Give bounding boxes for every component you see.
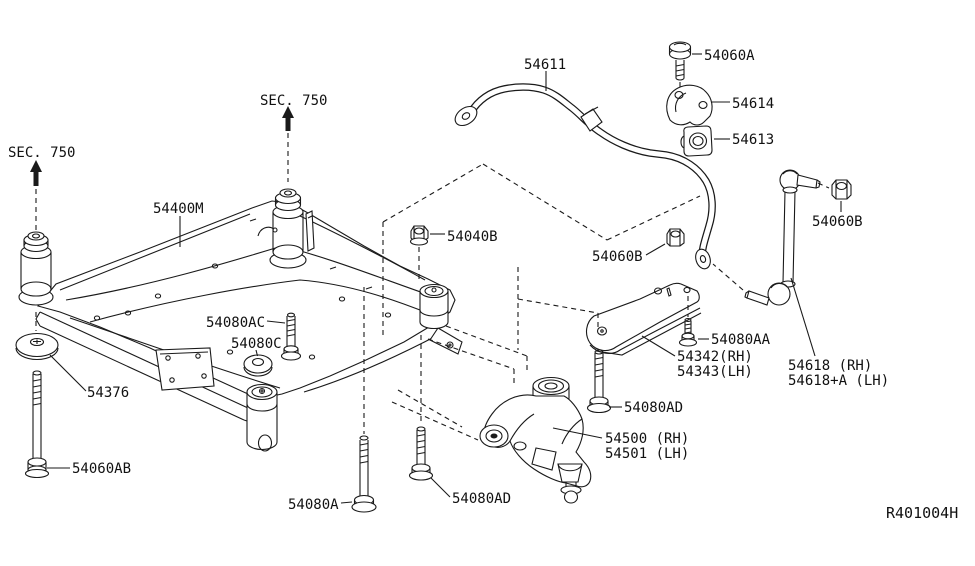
- part-labels: SEC. 750 SEC. 750 54400M 54611 54060A 54…: [8, 48, 958, 522]
- part-label-54618-rh: 54618 (RH): [788, 358, 872, 374]
- bolt-54080A: [352, 287, 376, 512]
- left-mount-insulator: [19, 232, 53, 305]
- bottom-mount-insulator: [247, 385, 277, 452]
- part-label-54080AD-right: 54080AD: [624, 400, 683, 416]
- part-label-54060A: 54060A: [704, 48, 755, 64]
- nut-54060B-right: [832, 180, 851, 199]
- part-label-54080A: 54080A: [288, 497, 339, 513]
- bolt-54080AD-bottom: [410, 335, 433, 480]
- nut-54060B-center: [667, 229, 684, 246]
- dashed-reference-lines: [383, 164, 700, 440]
- leader-lines: [47, 54, 841, 503]
- lower-control-arm-drawing: [480, 378, 591, 504]
- part-label-54060B-center: 54060B: [592, 249, 643, 265]
- part-label-54343-lh: 54343(LH): [677, 364, 753, 380]
- part-label-54080AD-bottom: 54080AD: [452, 491, 511, 507]
- top-mount-insulator: [270, 189, 306, 268]
- nut-54040B: [411, 226, 429, 281]
- part-label-54040B: 54040B: [447, 229, 498, 245]
- right-mount-insulator: [420, 285, 448, 329]
- bar-left-eye: [452, 103, 481, 130]
- sec750-left-arrow: [30, 160, 42, 230]
- part-label-54614: 54614: [732, 96, 774, 112]
- part-label-54342-rh: 54342(RH): [677, 349, 753, 365]
- part-label-54611: 54611: [524, 57, 566, 73]
- bolt-54080AD-right: [588, 350, 611, 413]
- washer-54376: [16, 312, 58, 360]
- sec750-top-arrow: [282, 106, 294, 182]
- part-label-54080AA: 54080AA: [711, 332, 771, 348]
- part-label-54376: 54376: [87, 385, 129, 401]
- part-label-54060AB: 54060AB: [72, 461, 131, 477]
- part-label-54400M: 54400M: [153, 201, 204, 217]
- stabilizer-bushing-54613: [681, 126, 712, 156]
- part-label-54501-lh: 54501 (LH): [605, 446, 689, 462]
- stabilizer-clamp-bracket-54614: [667, 85, 712, 125]
- section-label-sec750-top: SEC. 750: [260, 93, 327, 109]
- washer-54080C: [244, 355, 272, 376]
- diagram-ref-code: R401004H: [886, 504, 958, 522]
- section-label-sec750-left: SEC. 750: [8, 145, 75, 161]
- bolt-54080AA: [680, 296, 697, 346]
- stabilizer-link-drawing: [713, 170, 829, 305]
- part-label-54618A-lh: 54618+A (LH): [788, 373, 889, 389]
- part-label-54080AC: 54080AC: [206, 315, 265, 331]
- bolt-54060A: [670, 42, 691, 124]
- part-label-54613: 54613: [732, 132, 774, 148]
- stay-bracket-drawing: [587, 283, 701, 355]
- bolt-54080AC: [282, 313, 301, 360]
- part-label-54060B-right: 54060B: [812, 214, 863, 230]
- bolt-54060AB: [26, 371, 49, 478]
- stabilizer-bar-drawing: [452, 87, 713, 271]
- part-label-54080C: 54080C: [231, 336, 282, 352]
- bar-right-eye: [693, 247, 712, 270]
- part-label-54500-rh: 54500 (RH): [605, 431, 689, 447]
